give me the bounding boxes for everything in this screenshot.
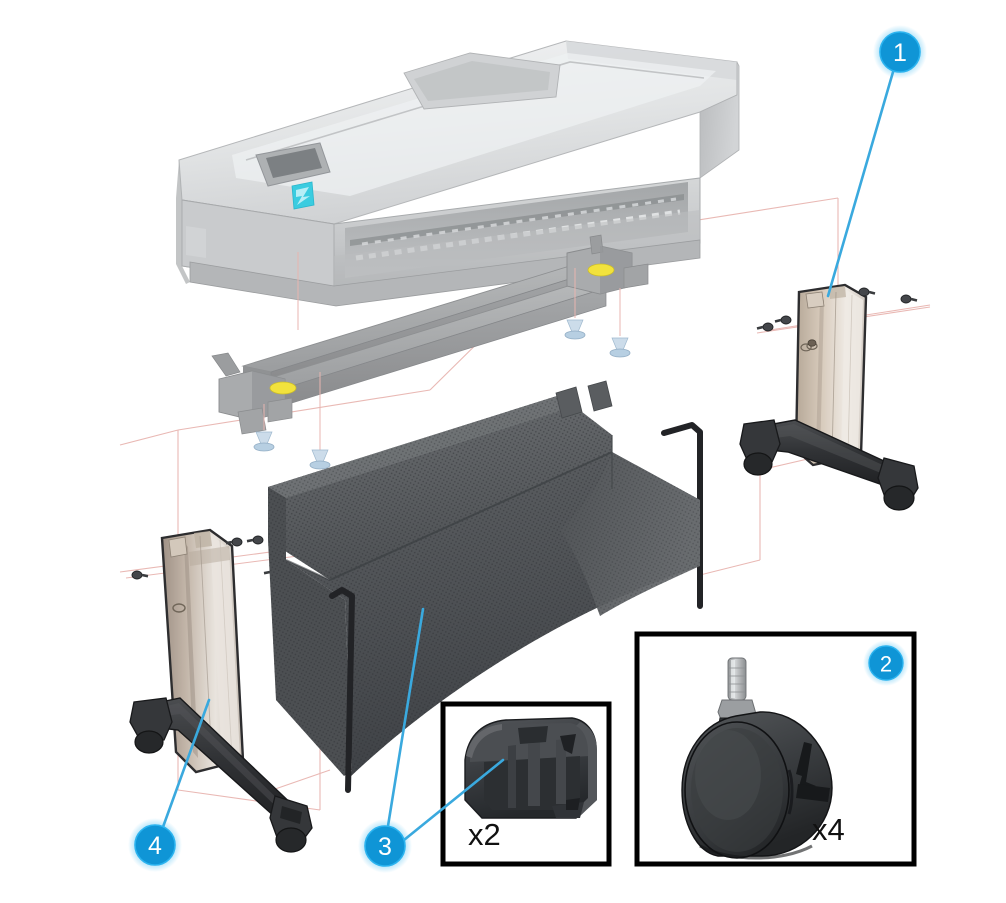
leveling-foot bbox=[253, 431, 275, 452]
caster-housing bbox=[739, 419, 781, 476]
callout-4[interactable]: 4 bbox=[128, 818, 182, 872]
callout-leader-lines bbox=[161, 70, 895, 842]
callout-3[interactable]: 3 bbox=[358, 819, 412, 873]
cross-brace bbox=[211, 234, 649, 470]
caster-lock-emblem bbox=[796, 742, 830, 802]
caster-stem bbox=[727, 657, 747, 701]
basket-tab bbox=[555, 386, 583, 419]
caster-wheel-illustration bbox=[681, 657, 833, 860]
leveling-foot bbox=[564, 319, 586, 340]
inset-badge-2[interactable]: 2 bbox=[863, 640, 909, 686]
printer-body bbox=[176, 40, 740, 307]
brace-alignment-marker-left bbox=[269, 381, 297, 395]
caster-housing bbox=[877, 457, 919, 511]
leveling-foot bbox=[309, 449, 331, 470]
callout-number: 3 bbox=[378, 833, 392, 861]
caster-housing bbox=[269, 795, 313, 853]
callout-number: 4 bbox=[148, 832, 162, 860]
inset-basket-mount: x2 bbox=[440, 701, 612, 867]
left-stand-leg bbox=[129, 528, 313, 853]
callout-1[interactable]: 1 bbox=[873, 25, 927, 79]
callout-circle bbox=[879, 31, 921, 73]
screws bbox=[131, 535, 281, 580]
inset-quantity-label-x4: x4 bbox=[812, 812, 845, 847]
leveling-feet bbox=[253, 252, 631, 470]
inset-caster: x4 2 bbox=[634, 631, 917, 867]
brace-alignment-marker-right bbox=[587, 263, 615, 277]
screws bbox=[756, 287, 918, 347]
caster-housing bbox=[129, 697, 173, 754]
inset-quantity-label-x2: x2 bbox=[468, 817, 501, 852]
leader-line-3-inset bbox=[402, 758, 505, 842]
leader-line-3-basket bbox=[386, 607, 425, 828]
leader-line-1 bbox=[826, 70, 895, 298]
basket-tab bbox=[587, 380, 613, 412]
callout-number: 1 bbox=[893, 39, 907, 67]
leveling-foot bbox=[609, 337, 631, 358]
brace-right-bracket bbox=[566, 234, 649, 295]
media-basket bbox=[268, 380, 703, 793]
leader-line-4 bbox=[161, 698, 211, 829]
basket-rod-left bbox=[329, 587, 355, 793]
basket-mount-bracket-illustration bbox=[464, 717, 597, 819]
callout-circle bbox=[364, 825, 406, 867]
brace-left-bracket bbox=[211, 352, 297, 435]
right-stand-leg bbox=[739, 283, 919, 511]
inset-badge-number: 2 bbox=[880, 652, 892, 677]
callout-circle bbox=[134, 824, 176, 866]
